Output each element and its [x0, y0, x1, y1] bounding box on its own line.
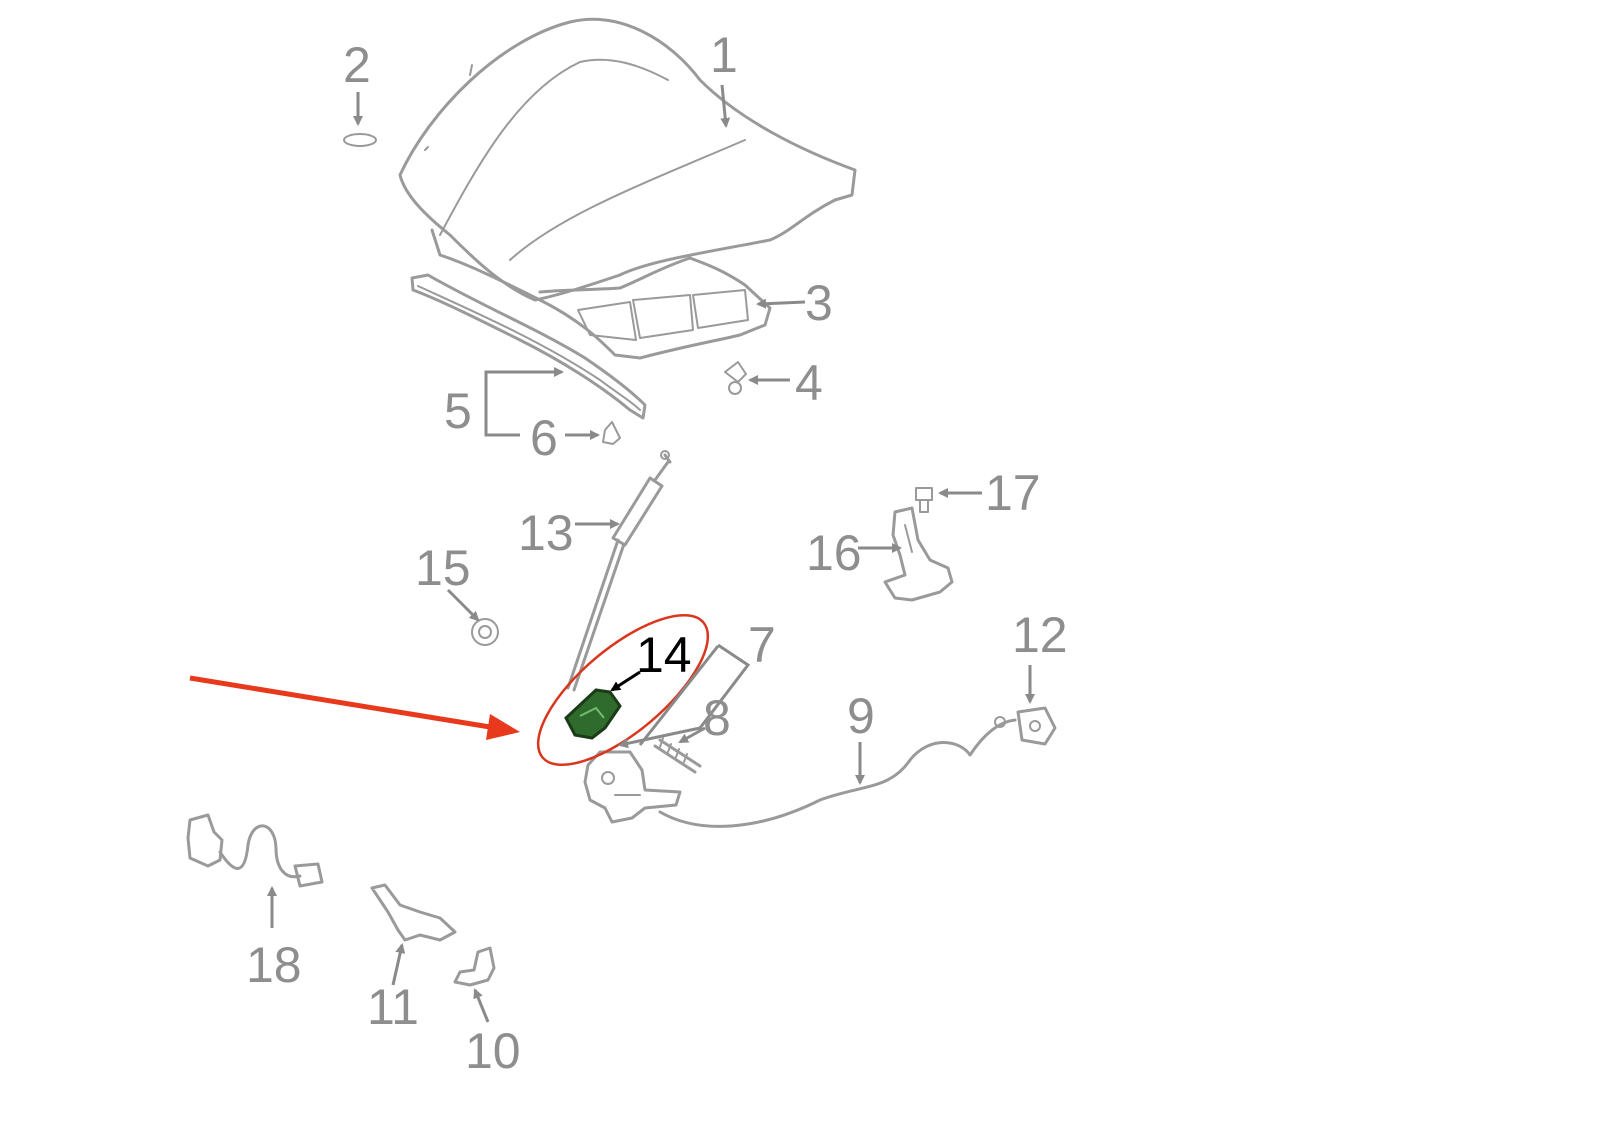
- callout-16: 16: [806, 525, 862, 581]
- hood-insulator-part[interactable]: [430, 228, 772, 360]
- bracket-10-part[interactable]: [453, 946, 496, 987]
- callout-12: 12: [1012, 607, 1068, 663]
- callout-3: 3: [805, 275, 833, 331]
- bracket-11-part[interactable]: [370, 883, 457, 942]
- hood-lock-part[interactable]: [583, 750, 682, 824]
- callout-11: 11: [367, 979, 419, 1035]
- pointer-arrow-icon: [189, 675, 520, 740]
- hood-support-rod-part[interactable]: [566, 450, 672, 692]
- highlighted-part-14[interactable]: [564, 688, 622, 740]
- highlight-ring: [536, 613, 710, 767]
- callout-18: 18: [246, 937, 302, 993]
- lock-pin-part[interactable]: [653, 737, 702, 774]
- callout-10: 10: [465, 1023, 521, 1079]
- sensor-harness-part[interactable]: [186, 813, 324, 888]
- callout-1: 1: [710, 27, 738, 83]
- clip-6-part[interactable]: [602, 421, 621, 445]
- bracket-16-part[interactable]: [883, 506, 954, 602]
- callout-2: 2: [343, 37, 371, 93]
- hood-bumper-part[interactable]: [471, 618, 499, 646]
- front-rail-part[interactable]: [410, 273, 647, 420]
- callout-4: 4: [795, 355, 823, 411]
- bolt-17-part[interactable]: [915, 487, 933, 513]
- callout-9: 9: [847, 688, 875, 744]
- callout-17: 17: [985, 465, 1041, 521]
- grommet-part[interactable]: [343, 133, 377, 147]
- callout-7: 7: [748, 617, 776, 673]
- callout-14: 14: [636, 627, 692, 683]
- release-cable-part[interactable]: [658, 716, 1017, 828]
- callout-5: 5: [444, 383, 472, 439]
- hood-panel-part[interactable]: [398, 17, 857, 302]
- callout-13: 13: [518, 505, 574, 561]
- callout-8: 8: [703, 690, 731, 746]
- callout-15: 15: [415, 540, 471, 596]
- callout-6: 6: [530, 410, 558, 466]
- leader-lines: [267, 84, 1035, 1023]
- release-handle-part[interactable]: [1016, 706, 1057, 746]
- clip-4-part[interactable]: [724, 361, 747, 395]
